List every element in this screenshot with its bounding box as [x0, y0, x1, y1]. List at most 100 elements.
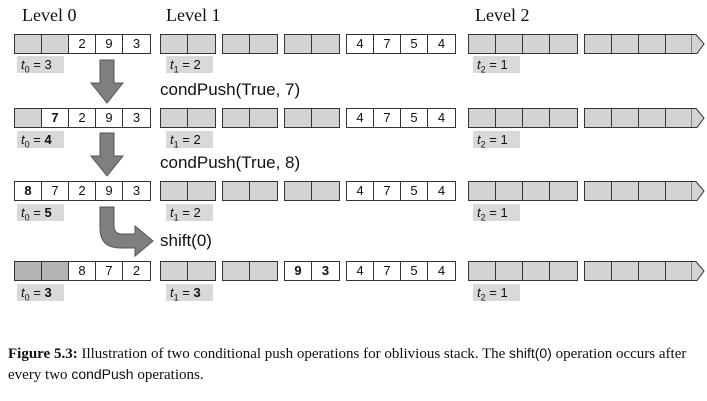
counter-symbol: t — [170, 205, 174, 220]
counter-symbol: t — [21, 205, 25, 220]
counter-subscript: 2 — [480, 139, 486, 150]
empty-cell — [550, 262, 577, 280]
empty-cell — [15, 109, 42, 127]
element-cell: 5 — [401, 109, 428, 127]
counter-subscript: 0 — [24, 64, 30, 75]
level-counter-label: t0 = 3 — [17, 56, 64, 75]
element-cell: 4 — [428, 109, 455, 127]
counter-symbol: t — [477, 132, 481, 147]
counter-subscript: 0 — [24, 139, 30, 150]
equals-sign: = — [29, 205, 45, 220]
level-counter-label: t2 = 1 — [473, 131, 520, 150]
counter-symbol: t — [477, 57, 481, 72]
equals-sign: = — [178, 285, 194, 300]
counter-subscript: 1 — [173, 64, 179, 75]
empty-cell — [250, 35, 277, 53]
buffer-block — [222, 108, 278, 128]
element-cell: 5 — [401, 35, 428, 53]
buffer-block — [284, 108, 340, 128]
element-cell: 9 — [96, 182, 123, 200]
buffer-block — [222, 261, 278, 281]
empty-cell — [639, 35, 666, 53]
torn-edge-icon — [691, 261, 705, 281]
equals-sign: = — [29, 285, 45, 300]
counter-symbol: t — [170, 57, 174, 72]
counter-value: 2 — [193, 132, 201, 147]
counter-subscript: 2 — [480, 212, 486, 223]
level-0-heading: Level 0 — [22, 5, 77, 25]
operation-label: condPush(True, 8) — [160, 153, 301, 172]
equals-sign: = — [178, 205, 194, 220]
buffer-block — [160, 261, 216, 281]
equals-sign: = — [485, 285, 501, 300]
level-2-heading: Level 2 — [475, 5, 530, 25]
empty-cell — [469, 182, 496, 200]
equals-sign: = — [178, 132, 194, 147]
empty-cell — [285, 182, 312, 200]
curved-arrow-icon — [99, 206, 154, 258]
figure-caption: Figure 5.3: Illustration of two conditio… — [8, 343, 698, 385]
element-cell: 5 — [401, 182, 428, 200]
empty-cell — [188, 182, 215, 200]
counter-subscript: 1 — [173, 292, 179, 303]
buffer-block-continued — [584, 108, 705, 128]
caption-text: operation occurs after every two — [8, 346, 687, 383]
counter-subscript: 0 — [24, 292, 30, 303]
empty-cell — [312, 35, 339, 53]
level-counter-label: t2 = 1 — [473, 284, 520, 303]
empty-cell — [612, 182, 639, 200]
counter-value: 5 — [44, 205, 52, 220]
element-cell: 3 — [123, 109, 150, 127]
empty-cell — [639, 262, 666, 280]
buffer-block-continued — [584, 34, 705, 54]
caption-code: condPush — [71, 366, 134, 382]
counter-value: 2 — [193, 57, 201, 72]
empty-cell — [188, 109, 215, 127]
buffer-block — [160, 34, 216, 54]
empty-cell — [250, 262, 277, 280]
empty-cell — [639, 109, 666, 127]
level-counter-label: t0 = 3 — [17, 284, 64, 303]
buffer-block — [468, 108, 578, 128]
counter-subscript: 1 — [173, 139, 179, 150]
element-cell: 2 — [69, 182, 96, 200]
counter-value: 1 — [500, 132, 508, 147]
empty-cell — [585, 109, 612, 127]
empty-cell — [223, 262, 250, 280]
buffer-block — [222, 34, 278, 54]
level-counter-label: t1 = 3 — [166, 284, 213, 303]
element-cell: 2 — [123, 262, 150, 280]
level-counter-label: t1 = 2 — [166, 204, 213, 223]
empty-cell — [285, 109, 312, 127]
element-cell: 4 — [428, 182, 455, 200]
empty-cell — [585, 35, 612, 53]
counter-subscript: 1 — [173, 212, 179, 223]
empty-cell — [585, 182, 612, 200]
buffer-block — [468, 181, 578, 201]
torn-edge-icon — [691, 181, 705, 201]
level-counter-label: t1 = 2 — [166, 131, 213, 150]
empty-cell — [612, 35, 639, 53]
caption-text: Illustration of two conditional push ope… — [77, 346, 510, 362]
arrows-layer — [89, 59, 154, 258]
element-cell: 4 — [428, 35, 455, 53]
empty-cell — [161, 35, 188, 53]
empty-cell — [550, 35, 577, 53]
counter-symbol: t — [477, 205, 481, 220]
counter-symbol: t — [21, 132, 25, 147]
empty-cell — [496, 35, 523, 53]
empty-cell — [523, 109, 550, 127]
level-counter-label: t0 = 5 — [17, 204, 64, 223]
element-cell: 7 — [374, 182, 401, 200]
counter-value: 4 — [44, 132, 52, 147]
counter-symbol: t — [170, 285, 174, 300]
counter-value: 1 — [500, 205, 508, 220]
buffer-block — [468, 261, 578, 281]
